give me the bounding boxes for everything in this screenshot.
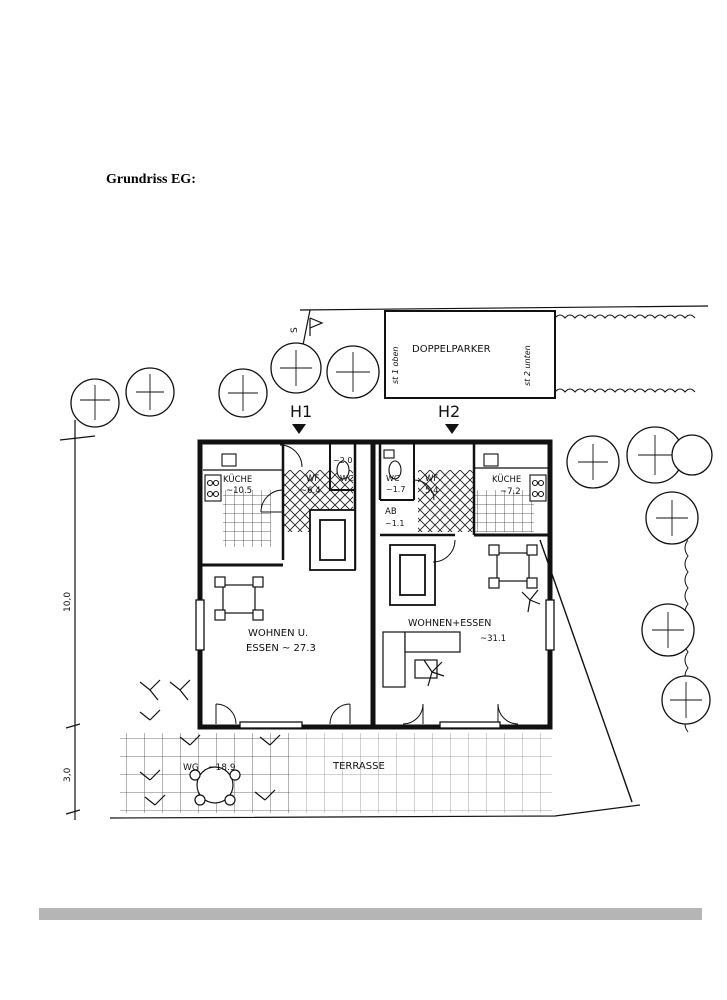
room-kueche1-area: ~10.5 — [226, 486, 252, 496]
entrance-h2-label: H2 — [438, 402, 460, 421]
entrance-h2: H2 — [438, 402, 460, 434]
doors — [215, 444, 519, 725]
north-marker: S — [290, 317, 324, 336]
walls — [197, 439, 553, 730]
kitchen-fixtures — [204, 453, 547, 502]
room-ab-name: AB — [385, 507, 397, 517]
terrace-furniture — [139, 679, 281, 806]
dining-tables — [214, 544, 538, 621]
entrance-h1: H1 — [290, 402, 312, 434]
parking-label: DOPPELPARKER — [412, 344, 491, 355]
room-wc2-area: ~1.7 — [386, 485, 405, 494]
room-wohnen1-line2: ESSEN ~ 27.3 — [246, 643, 316, 654]
room-wf2-name: WF — [425, 474, 438, 484]
property-lines — [59, 305, 709, 820]
room-kueche1-name: KÜCHE — [223, 474, 252, 485]
staircases — [309, 509, 436, 606]
dimension-labels: 10,0 3,0 — [63, 592, 73, 782]
dimension-terrace: 3,0 — [63, 767, 73, 782]
room-wg-area: ~18.9 — [208, 763, 236, 773]
room-wf1-area: ~6.4 — [300, 486, 321, 496]
north-mark-label: S — [290, 327, 300, 333]
room-wf1-name: WF — [306, 474, 319, 484]
room-kueche2-name: KÜCHE — [492, 474, 521, 485]
page-heading: Grundriss EG: — [106, 172, 196, 187]
parking-note-left: st 1 oben — [391, 347, 400, 384]
windows — [195, 599, 555, 729]
room-wohnen2-area: ~31.1 — [480, 634, 506, 644]
living-furniture — [382, 589, 541, 688]
doppelparker: DOPPELPARKER st 1 oben st 2 unten — [384, 310, 556, 399]
footer-bar — [39, 908, 702, 920]
dimension-depth: 10,0 — [63, 592, 73, 612]
room-kueche2-area: ~7.2 — [500, 487, 521, 497]
room-terrasse-name: TERRASSE — [332, 761, 385, 772]
room-wf2-area: 5.4 — [425, 486, 439, 496]
room-labels: KÜCHE ~10.5 WF ~6.4 ~2.0 WC WC ~1.7 WF 5… — [183, 456, 521, 773]
parking-note-right: st 2 unten — [523, 345, 532, 386]
room-wc1-area: ~2.0 — [333, 456, 352, 465]
room-wc2-name: WC — [386, 474, 400, 483]
trees — [70, 342, 713, 725]
room-wohnen1-line1: WOHNEN U. — [248, 628, 308, 639]
entrance-h1-label: H1 — [290, 402, 312, 421]
wc-fixtures — [336, 449, 402, 480]
room-wc1-name: WC — [340, 474, 354, 483]
room-wg-name: WG — [183, 763, 199, 773]
room-wohnen2-name: WOHNEN+ESSEN — [408, 618, 491, 629]
room-ab-area: ~1.1 — [385, 519, 404, 528]
